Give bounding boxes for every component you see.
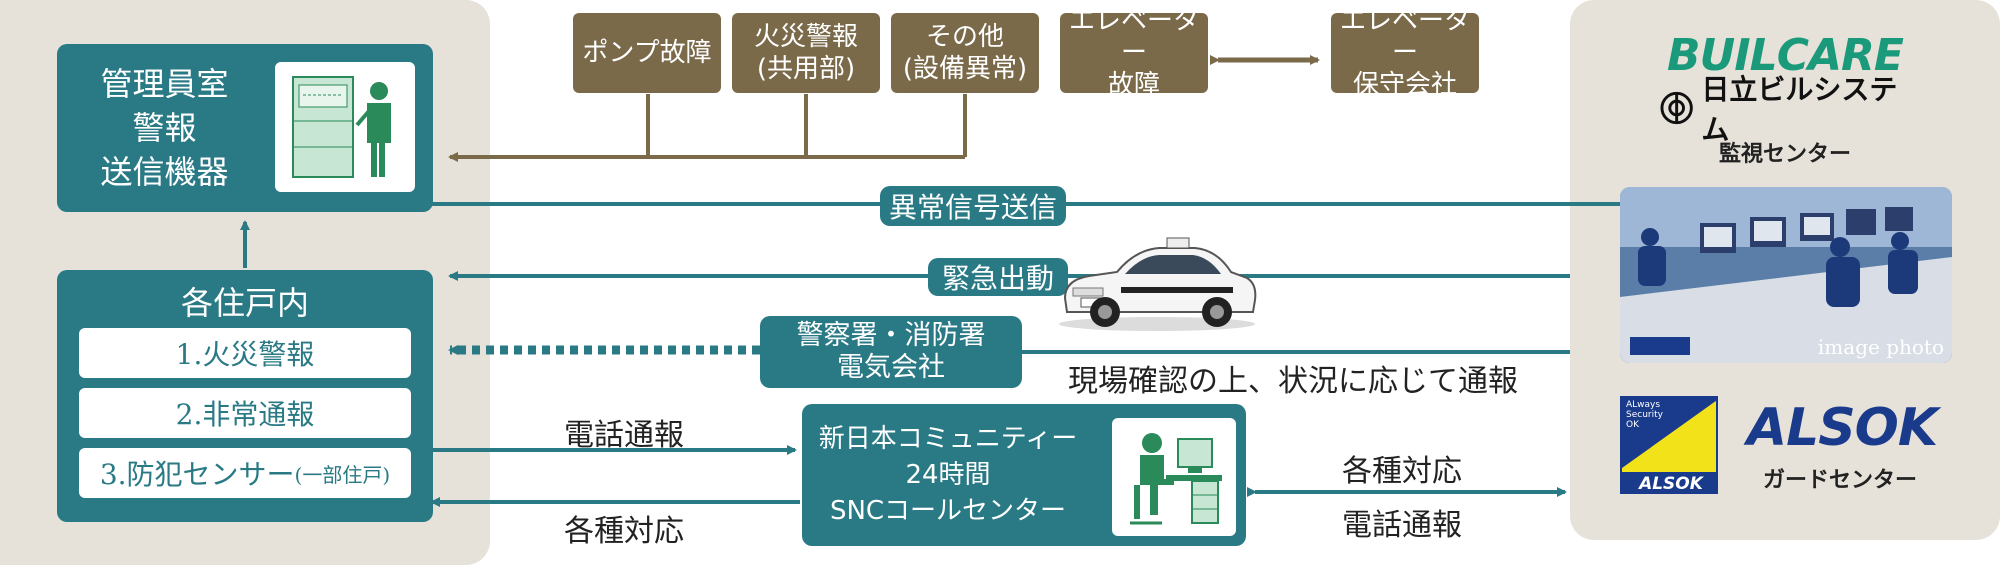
patrol-car-icon (1059, 237, 1257, 331)
response-right-text: 各種対応 (1342, 454, 1462, 489)
guard-center-label: ガードセンター (1762, 468, 1917, 493)
authorities-box: 警察署・消防署 電気会社 (760, 316, 1022, 388)
call-center-box: 新日本コミュニティー 24時間 SNCコールセンター (802, 404, 1246, 546)
authorities-line-2: 電気会社 (837, 352, 945, 383)
unit-item-security-note: (一部住戸) (294, 462, 391, 487)
call-center-line-1: 新日本コミュニティー (818, 424, 1078, 454)
unit-item-fire-label: 1.火災警報 (175, 338, 315, 371)
units-title: 各住戸内 (180, 284, 309, 322)
admin-room-box: 管理員室 警報 送信機器 (57, 44, 433, 212)
admin-line-2: 警報 (132, 109, 197, 147)
badge-line-1: ALways (1626, 400, 1661, 410)
alsok-badge: ALways Security OK ALSOK (1620, 396, 1718, 494)
other-equipment-box: その他 (設備異常) (891, 13, 1039, 93)
response-left-text: 各種対応 (564, 514, 684, 549)
admin-line-3: 送信機器 (100, 153, 229, 191)
badge-brand: ALSOK (1639, 474, 1703, 494)
units-box: 各住戸内 1.火災警報 2.非常通報 3.防犯センサー(一部住戸) (57, 270, 433, 522)
badge-line-2: Security (1626, 410, 1663, 420)
badge-line-3: OK (1626, 420, 1639, 430)
emergency-label: 緊急出動 (928, 258, 1068, 296)
call-center-line-2: 24時間 (905, 460, 991, 490)
confirm-report-text: 現場確認の上、状況に応じて通報 (1068, 364, 1518, 399)
unit-item-emergency: 2.非常通報 (79, 388, 411, 438)
operator-desk-icon (1130, 433, 1222, 525)
unit-item-security-label: 3.防犯センサー (99, 458, 295, 491)
elevator-failure-box: エレベーター 故障 (1060, 6, 1208, 100)
builcare-logo: BUILCARE (1667, 30, 1904, 81)
admin-line-1: 管理員室 (100, 65, 229, 103)
hitachi-logo-row: 日立ビルシステム (1660, 73, 1920, 146)
pump-failure-box: ポンプ故障 (573, 13, 721, 93)
alsok-logo: ALSOK (1746, 398, 1938, 458)
phone-report-left-text: 電話通報 (564, 418, 684, 453)
unit-item-emergency-label: 2.非常通報 (175, 398, 315, 431)
admin-illustration (275, 62, 415, 192)
fire-alarm-common-box: 火災警報 (共用部) (732, 13, 880, 93)
operator-illustration (1112, 418, 1236, 536)
authorities-line-1: 警察署・消防署 (796, 320, 986, 351)
hitachi-emblem-icon (1660, 91, 1693, 125)
hitachi-logo-text: 日立ビルシステム (1701, 73, 1898, 146)
source-connector (448, 94, 967, 162)
unit-item-security: 3.防犯センサー(一部住戸) (79, 448, 411, 498)
monitoring-photo: image photo (1620, 187, 1952, 363)
unit-item-fire: 1.火災警報 (79, 328, 411, 378)
monitoring-center-label: 監視センター (1718, 142, 1851, 167)
call-center-line-3: SNCコールセンター (829, 496, 1067, 526)
abnormal-signal-label: 異常信号送信 (880, 186, 1066, 226)
elevator-company-box: エレベーター 保守会社 (1331, 6, 1479, 100)
alsok-badge-graphic (1622, 398, 1716, 492)
phone-report-right-text: 電話通報 (1342, 508, 1462, 543)
photo-caption: image photo (1817, 335, 1944, 359)
control-room-image (1620, 187, 1952, 363)
alarm-panel-icon (292, 76, 391, 178)
